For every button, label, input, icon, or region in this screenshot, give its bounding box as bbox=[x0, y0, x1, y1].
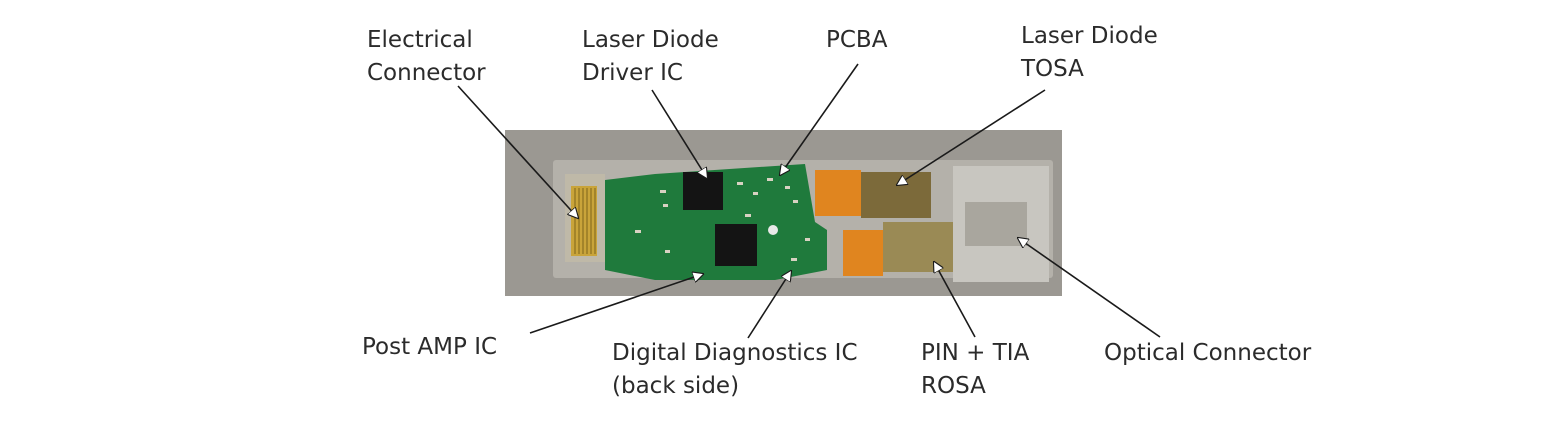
leader-laser-diode-tosa bbox=[897, 90, 1045, 185]
leader-laser-diode-driver bbox=[652, 90, 707, 178]
leader-pin-tia-rosa bbox=[934, 262, 975, 337]
leader-pcba bbox=[780, 64, 858, 175]
leader-digital-diagnostics bbox=[748, 271, 791, 338]
leader-post-amp bbox=[530, 274, 703, 333]
leader-optical-connector bbox=[1018, 238, 1160, 337]
leader-electrical-connector bbox=[458, 86, 578, 218]
